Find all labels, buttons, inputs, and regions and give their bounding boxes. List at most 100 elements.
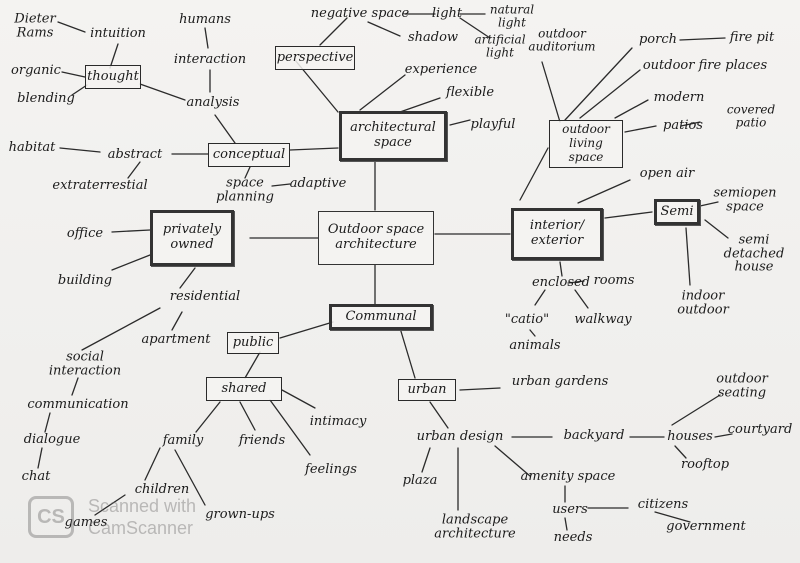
link	[109, 43, 119, 69]
node-outdoor-space-architecture[interactable]: Outdoor space architecture	[318, 211, 434, 265]
label-courtyard: courtyard	[727, 422, 793, 438]
node-interior-exterior[interactable]: interior/ exterior	[511, 208, 603, 260]
label-fire-pit: fire pit	[729, 30, 775, 46]
label-children: children	[134, 482, 190, 498]
link	[71, 84, 88, 96]
label-games: games	[64, 515, 108, 531]
link	[494, 445, 531, 477]
link	[57, 21, 86, 33]
label-space-planning: space planning	[216, 175, 274, 204]
label-apartment: apartment	[141, 332, 211, 348]
label-patios: patios	[663, 118, 703, 134]
link	[541, 61, 561, 123]
link	[174, 449, 206, 506]
link	[244, 351, 261, 379]
link	[685, 227, 691, 286]
link	[399, 327, 416, 379]
link	[699, 201, 719, 207]
link	[714, 433, 733, 438]
link	[44, 412, 51, 433]
camscanner-logo-icon: CS	[28, 496, 74, 538]
node-communal[interactable]: Communal	[329, 304, 433, 330]
label-abstract: abstract	[107, 147, 163, 163]
link	[214, 114, 236, 144]
node-conceptual[interactable]: conceptual	[208, 143, 290, 167]
link	[577, 179, 631, 204]
label-urban-design: urban design	[416, 429, 504, 445]
link	[204, 27, 209, 49]
node-outdoor-living-space[interactable]: outdoor living space	[549, 120, 623, 168]
label-adaptive: adaptive	[289, 176, 347, 192]
label-dialogue: dialogue	[23, 432, 81, 448]
label-experience: experience	[404, 62, 478, 78]
link	[171, 311, 183, 331]
link	[704, 219, 729, 239]
label-landscape-architecture: landscape architecture	[434, 512, 516, 541]
link	[614, 99, 649, 119]
label-intuition: intuition	[90, 26, 146, 42]
label-government: government	[666, 519, 746, 535]
link	[674, 445, 687, 459]
link	[319, 17, 348, 46]
link	[624, 125, 657, 133]
label-outdoor-seating: outdoor seating	[716, 371, 768, 400]
node-thought[interactable]: thought	[85, 65, 141, 89]
link	[281, 389, 316, 409]
label-porch: porch	[638, 32, 678, 48]
link	[564, 517, 568, 531]
label-urban-gardens: urban gardens	[511, 374, 609, 390]
link	[139, 83, 186, 101]
label-office: office	[66, 226, 104, 242]
label-natural-light: natural light	[489, 2, 535, 29]
node-public[interactable]: public	[227, 332, 279, 354]
label-houses: houses	[667, 429, 713, 445]
node-architectural-space[interactable]: architectural space	[339, 111, 447, 161]
label-animals: animals	[509, 338, 561, 354]
link	[567, 280, 585, 284]
label-flexible: flexible	[445, 85, 495, 101]
link	[534, 289, 546, 306]
label-semi-open-space: semiopen space	[713, 185, 777, 214]
label-walkway: walkway	[574, 312, 632, 328]
link	[459, 387, 501, 391]
label-grown-ups: grown-ups	[205, 507, 275, 523]
node-shared[interactable]: shared	[206, 377, 282, 401]
label-blending: blending	[17, 91, 75, 107]
label-open-air: open air	[639, 166, 695, 182]
label-negative-space: negative space	[310, 6, 410, 22]
label-friends: friends	[238, 433, 286, 449]
link	[680, 121, 701, 127]
link	[269, 399, 311, 456]
label-citizens: citizens	[637, 497, 689, 513]
link	[59, 147, 101, 153]
label-social-interaction: social interaction	[48, 349, 122, 378]
link	[37, 447, 43, 469]
label-shadow: shadow	[407, 30, 459, 46]
node-perspective[interactable]: perspective	[275, 46, 355, 70]
node-privately-owned[interactable]: privately owned	[150, 210, 234, 266]
link	[367, 21, 401, 37]
link	[71, 377, 79, 396]
label-users: users	[552, 502, 588, 518]
node-semi[interactable]: Semi	[654, 199, 700, 225]
label-indoor-outdoor: indoor outdoor	[677, 288, 729, 317]
link	[429, 401, 449, 429]
link	[671, 394, 721, 426]
label-covered-patio: covered patio	[726, 102, 776, 129]
link	[559, 261, 563, 277]
label-light: light	[431, 6, 463, 22]
label-artificial-light: artificial light	[474, 32, 526, 59]
label-residential: residential	[169, 289, 241, 305]
node-urban[interactable]: urban	[398, 379, 456, 401]
link	[81, 307, 161, 351]
label-outdoor-auditorium: outdoor auditorium	[528, 26, 596, 53]
camscanner-watermark: CS Scanned with CamScanner	[28, 494, 258, 544]
link	[289, 147, 339, 151]
link	[144, 447, 161, 481]
link	[459, 17, 491, 39]
label-interaction: interaction	[173, 52, 247, 68]
link	[359, 74, 406, 111]
watermark-line-1: Scanned with	[88, 496, 197, 516]
label-needs: needs	[553, 530, 593, 546]
